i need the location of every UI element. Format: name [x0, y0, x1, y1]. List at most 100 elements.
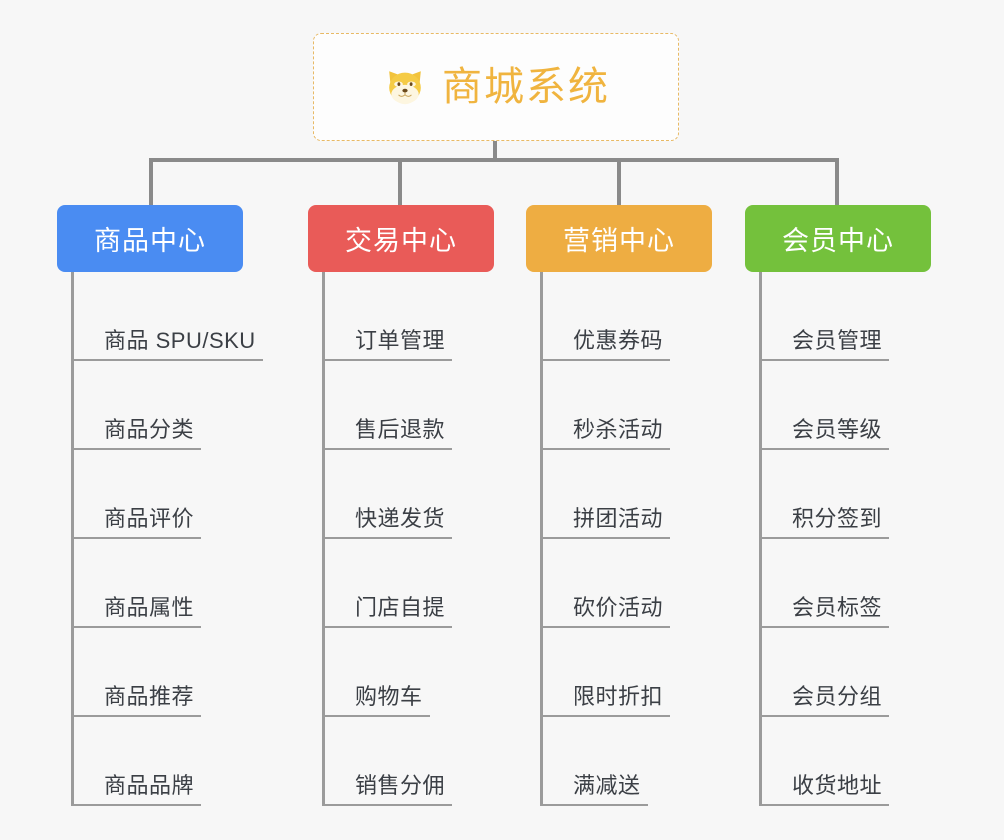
branch-label: 会员中心 — [782, 226, 894, 256]
leaf-underline — [540, 537, 670, 539]
connector-drop-1 — [149, 160, 153, 206]
branch-node-trade-center[interactable]: 交易中心 — [308, 205, 494, 272]
leaf-underline — [540, 359, 670, 361]
leaf-list-3: 优惠券码 秒杀活动 拼团活动 砍价活动 限时折扣 满减送 — [540, 272, 712, 806]
leaf-item[interactable]: 商品分类 — [71, 361, 243, 450]
root-node[interactable]: 商城系统 — [313, 33, 679, 141]
leaf-spine — [540, 272, 543, 806]
leaf-label: 商品属性 — [104, 595, 195, 620]
leaf-item[interactable]: 积分签到 — [759, 450, 931, 539]
leaf-list-2: 订单管理 售后退款 快递发货 门店自提 购物车 销售分佣 — [322, 272, 494, 806]
leaf-item[interactable]: 收货地址 — [759, 717, 931, 806]
leaf-underline — [71, 626, 201, 628]
leaf-label: 秒杀活动 — [573, 417, 664, 442]
leaf-underline — [759, 715, 889, 717]
leaf-underline — [322, 359, 452, 361]
leaf-underline — [540, 715, 670, 717]
branch-node-marketing-center[interactable]: 营销中心 — [526, 205, 712, 272]
leaf-list-1: 商品 SPU/SKU 商品分类 商品评价 商品属性 商品推荐 商品品牌 — [71, 272, 263, 806]
leaf-label: 会员管理 — [792, 328, 883, 353]
leaf-label: 会员分组 — [792, 684, 883, 709]
branch-label: 交易中心 — [345, 226, 457, 256]
connector-drop-4 — [835, 160, 839, 206]
leaf-spine — [322, 272, 325, 806]
branch-label: 营销中心 — [563, 226, 675, 256]
branch-column-4: 会员中心 会员管理 会员等级 积分签到 会员标签 会员分组 — [745, 205, 931, 806]
leaf-underline — [71, 715, 201, 717]
leaf-underline — [540, 804, 648, 806]
leaf-item[interactable]: 订单管理 — [322, 272, 494, 361]
leaf-item[interactable]: 会员管理 — [759, 272, 931, 361]
leaf-label: 砍价活动 — [573, 595, 664, 620]
leaf-item[interactable]: 销售分佣 — [322, 717, 494, 806]
leaf-list-4: 会员管理 会员等级 积分签到 会员标签 会员分组 收货地址 — [759, 272, 931, 806]
leaf-underline — [322, 537, 452, 539]
leaf-label: 商品品牌 — [104, 773, 195, 798]
leaf-item[interactable]: 会员标签 — [759, 539, 931, 628]
leaf-underline — [322, 626, 452, 628]
leaf-label: 拼团活动 — [573, 506, 664, 531]
root-title: 商城系统 — [442, 65, 610, 109]
leaf-underline — [71, 359, 263, 361]
leaf-label: 门店自提 — [355, 595, 446, 620]
leaf-underline — [759, 537, 889, 539]
connector-root-stem — [493, 141, 497, 162]
leaf-item[interactable]: 快递发货 — [322, 450, 494, 539]
branch-column-2: 交易中心 订单管理 售后退款 快递发货 门店自提 购物车 — [308, 205, 494, 806]
leaf-underline — [322, 715, 430, 717]
leaf-underline — [322, 448, 452, 450]
leaf-underline — [71, 448, 201, 450]
branch-column-1: 商品中心 商品 SPU/SKU 商品分类 商品评价 商品属性 商品推荐 — [57, 205, 263, 806]
connector-horizontal-bar — [149, 158, 839, 162]
dog-face-emoji — [382, 64, 428, 110]
leaf-item[interactable]: 会员分组 — [759, 628, 931, 717]
leaf-label: 限时折扣 — [573, 684, 664, 709]
leaf-item[interactable]: 限时折扣 — [540, 628, 712, 717]
leaf-spine — [71, 272, 74, 806]
leaf-label: 优惠券码 — [573, 328, 664, 353]
leaf-label: 销售分佣 — [355, 773, 446, 798]
leaf-label: 商品推荐 — [104, 684, 195, 709]
leaf-underline — [759, 359, 889, 361]
leaf-label: 订单管理 — [355, 328, 446, 353]
leaf-label: 购物车 — [355, 684, 423, 709]
leaf-item[interactable]: 砍价活动 — [540, 539, 712, 628]
leaf-underline — [759, 626, 889, 628]
leaf-item[interactable]: 拼团活动 — [540, 450, 712, 539]
leaf-item[interactable]: 门店自提 — [322, 539, 494, 628]
leaf-item[interactable]: 商品推荐 — [71, 628, 243, 717]
leaf-label: 满减送 — [573, 773, 641, 798]
leaf-item[interactable]: 商品 SPU/SKU — [71, 272, 263, 361]
leaf-item[interactable]: 满减送 — [540, 717, 712, 806]
leaf-item[interactable]: 秒杀活动 — [540, 361, 712, 450]
leaf-label: 售后退款 — [355, 417, 446, 442]
leaf-label: 商品评价 — [104, 506, 195, 531]
branch-node-member-center[interactable]: 会员中心 — [745, 205, 931, 272]
leaf-item[interactable]: 售后退款 — [322, 361, 494, 450]
leaf-item[interactable]: 购物车 — [322, 628, 494, 717]
branch-label: 商品中心 — [94, 226, 206, 256]
leaf-label: 会员标签 — [792, 595, 883, 620]
connector-drop-3 — [617, 160, 621, 206]
leaf-item[interactable]: 商品属性 — [71, 539, 243, 628]
leaf-label: 积分签到 — [792, 506, 883, 531]
leaf-underline — [322, 804, 452, 806]
leaf-label: 快递发货 — [355, 506, 446, 531]
branch-node-product-center[interactable]: 商品中心 — [57, 205, 243, 272]
leaf-item[interactable]: 会员等级 — [759, 361, 931, 450]
leaf-underline — [71, 537, 201, 539]
connector-drop-2 — [398, 160, 402, 206]
leaf-underline — [540, 626, 670, 628]
leaf-underline — [759, 448, 889, 450]
leaf-underline — [540, 448, 670, 450]
leaf-underline — [71, 804, 201, 806]
leaf-spine — [759, 272, 762, 806]
leaf-label: 收货地址 — [792, 773, 883, 798]
leaf-item[interactable]: 优惠券码 — [540, 272, 712, 361]
leaf-label: 会员等级 — [792, 417, 883, 442]
leaf-underline — [759, 804, 889, 806]
leaf-item[interactable]: 商品品牌 — [71, 717, 243, 806]
branch-column-3: 营销中心 优惠券码 秒杀活动 拼团活动 砍价活动 限时折扣 — [526, 205, 712, 806]
leaf-item[interactable]: 商品评价 — [71, 450, 243, 539]
